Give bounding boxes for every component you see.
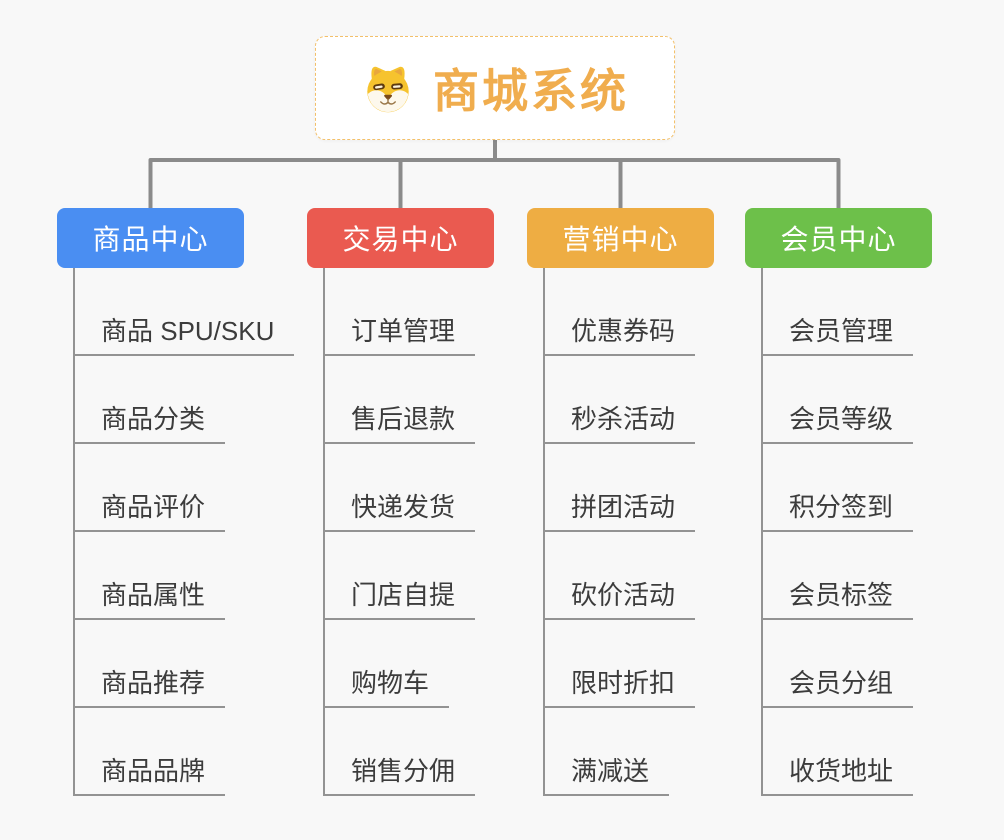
branch-item: 订单管理 xyxy=(323,268,567,356)
branch-column: 会员中心会员管理会员等级积分签到会员标签会员分组收货地址 xyxy=(745,208,1004,796)
branch-item-label[interactable]: 售后退款 xyxy=(323,405,476,444)
branch-item: 门店自提 xyxy=(323,532,567,620)
branch-item: 商品分类 xyxy=(73,356,317,444)
branch-item-label[interactable]: 会员等级 xyxy=(761,405,914,444)
branch-item-label[interactable]: 快递发货 xyxy=(323,493,476,532)
branch-item: 拼团活动 xyxy=(543,444,787,532)
branch-item-label[interactable]: 秒杀活动 xyxy=(543,405,696,444)
branch-item-label[interactable]: 门店自提 xyxy=(323,581,476,620)
branch-item: 收货地址 xyxy=(761,708,1004,796)
branch-item: 限时折扣 xyxy=(543,620,787,708)
dog-face-icon xyxy=(361,61,415,115)
branch-item: 商品评价 xyxy=(73,444,317,532)
branch-item-list: 会员管理会员等级积分签到会员标签会员分组收货地址 xyxy=(761,268,1004,796)
branch-item: 优惠券码 xyxy=(543,268,787,356)
branch-item-list: 订单管理售后退款快递发货门店自提购物车销售分佣 xyxy=(323,268,567,796)
branch-item: 售后退款 xyxy=(323,356,567,444)
branch-item-label[interactable]: 砍价活动 xyxy=(543,581,696,620)
branch-item: 砍价活动 xyxy=(543,532,787,620)
branch-item-label[interactable]: 销售分佣 xyxy=(323,757,476,796)
root-node[interactable]: 商城系统 xyxy=(315,36,675,140)
branch-item-label[interactable]: 限时折扣 xyxy=(543,669,696,708)
branch-item: 会员分组 xyxy=(761,620,1004,708)
branch-item-label[interactable]: 满减送 xyxy=(543,757,670,796)
branch-node[interactable]: 营销中心 xyxy=(527,208,714,268)
branch-item-label[interactable]: 拼团活动 xyxy=(543,493,696,532)
branch-node[interactable]: 交易中心 xyxy=(307,208,494,268)
branch-item: 快递发货 xyxy=(323,444,567,532)
branch-node[interactable]: 会员中心 xyxy=(745,208,932,268)
branch-item-label[interactable]: 购物车 xyxy=(323,669,450,708)
branch-item: 商品属性 xyxy=(73,532,317,620)
branch-item-label[interactable]: 商品属性 xyxy=(73,581,226,620)
branch-column: 营销中心优惠券码秒杀活动拼团活动砍价活动限时折扣满减送 xyxy=(527,208,787,796)
branch-item: 满减送 xyxy=(543,708,787,796)
branch-item-label[interactable]: 会员管理 xyxy=(761,317,914,356)
branch-item-list: 商品 SPU/SKU 商品分类商品评价商品属性商品推荐商品品牌 xyxy=(73,268,317,796)
branch-item: 秒杀活动 xyxy=(543,356,787,444)
branch-item-label[interactable]: 订单管理 xyxy=(323,317,476,356)
root-title: 商城系统 xyxy=(433,65,629,117)
branch-column: 商品中心商品 SPU/SKU 商品分类商品评价商品属性商品推荐商品品牌 xyxy=(57,208,317,796)
branch-item-label[interactable]: 会员分组 xyxy=(761,669,914,708)
branch-item-label[interactable]: 商品品牌 xyxy=(73,757,226,796)
branch-item: 会员管理 xyxy=(761,268,1004,356)
branch-item-label[interactable]: 会员标签 xyxy=(761,581,914,620)
branch-item-list: 优惠券码秒杀活动拼团活动砍价活动限时折扣满减送 xyxy=(543,268,787,796)
branch-item-label[interactable]: 积分签到 xyxy=(761,493,914,532)
branch-item: 购物车 xyxy=(323,620,567,708)
branch-item-label[interactable]: 商品 SPU/SKU xyxy=(73,317,295,356)
branch-item-label[interactable]: 商品分类 xyxy=(73,405,226,444)
branch-node[interactable]: 商品中心 xyxy=(57,208,244,268)
branch-item: 商品 SPU/SKU xyxy=(73,268,317,356)
branch-item-label[interactable]: 优惠券码 xyxy=(543,317,696,356)
branch-item: 销售分佣 xyxy=(323,708,567,796)
branch-item: 积分签到 xyxy=(761,444,1004,532)
branch-item-label[interactable]: 商品评价 xyxy=(73,493,226,532)
branch-item-label[interactable]: 收货地址 xyxy=(761,757,914,796)
branch-item-label[interactable]: 商品推荐 xyxy=(73,669,226,708)
branch-item: 会员标签 xyxy=(761,532,1004,620)
branch-item: 商品品牌 xyxy=(73,708,317,796)
branch-item: 会员等级 xyxy=(761,356,1004,444)
branch-item: 商品推荐 xyxy=(73,620,317,708)
branch-column: 交易中心订单管理售后退款快递发货门店自提购物车销售分佣 xyxy=(307,208,567,796)
